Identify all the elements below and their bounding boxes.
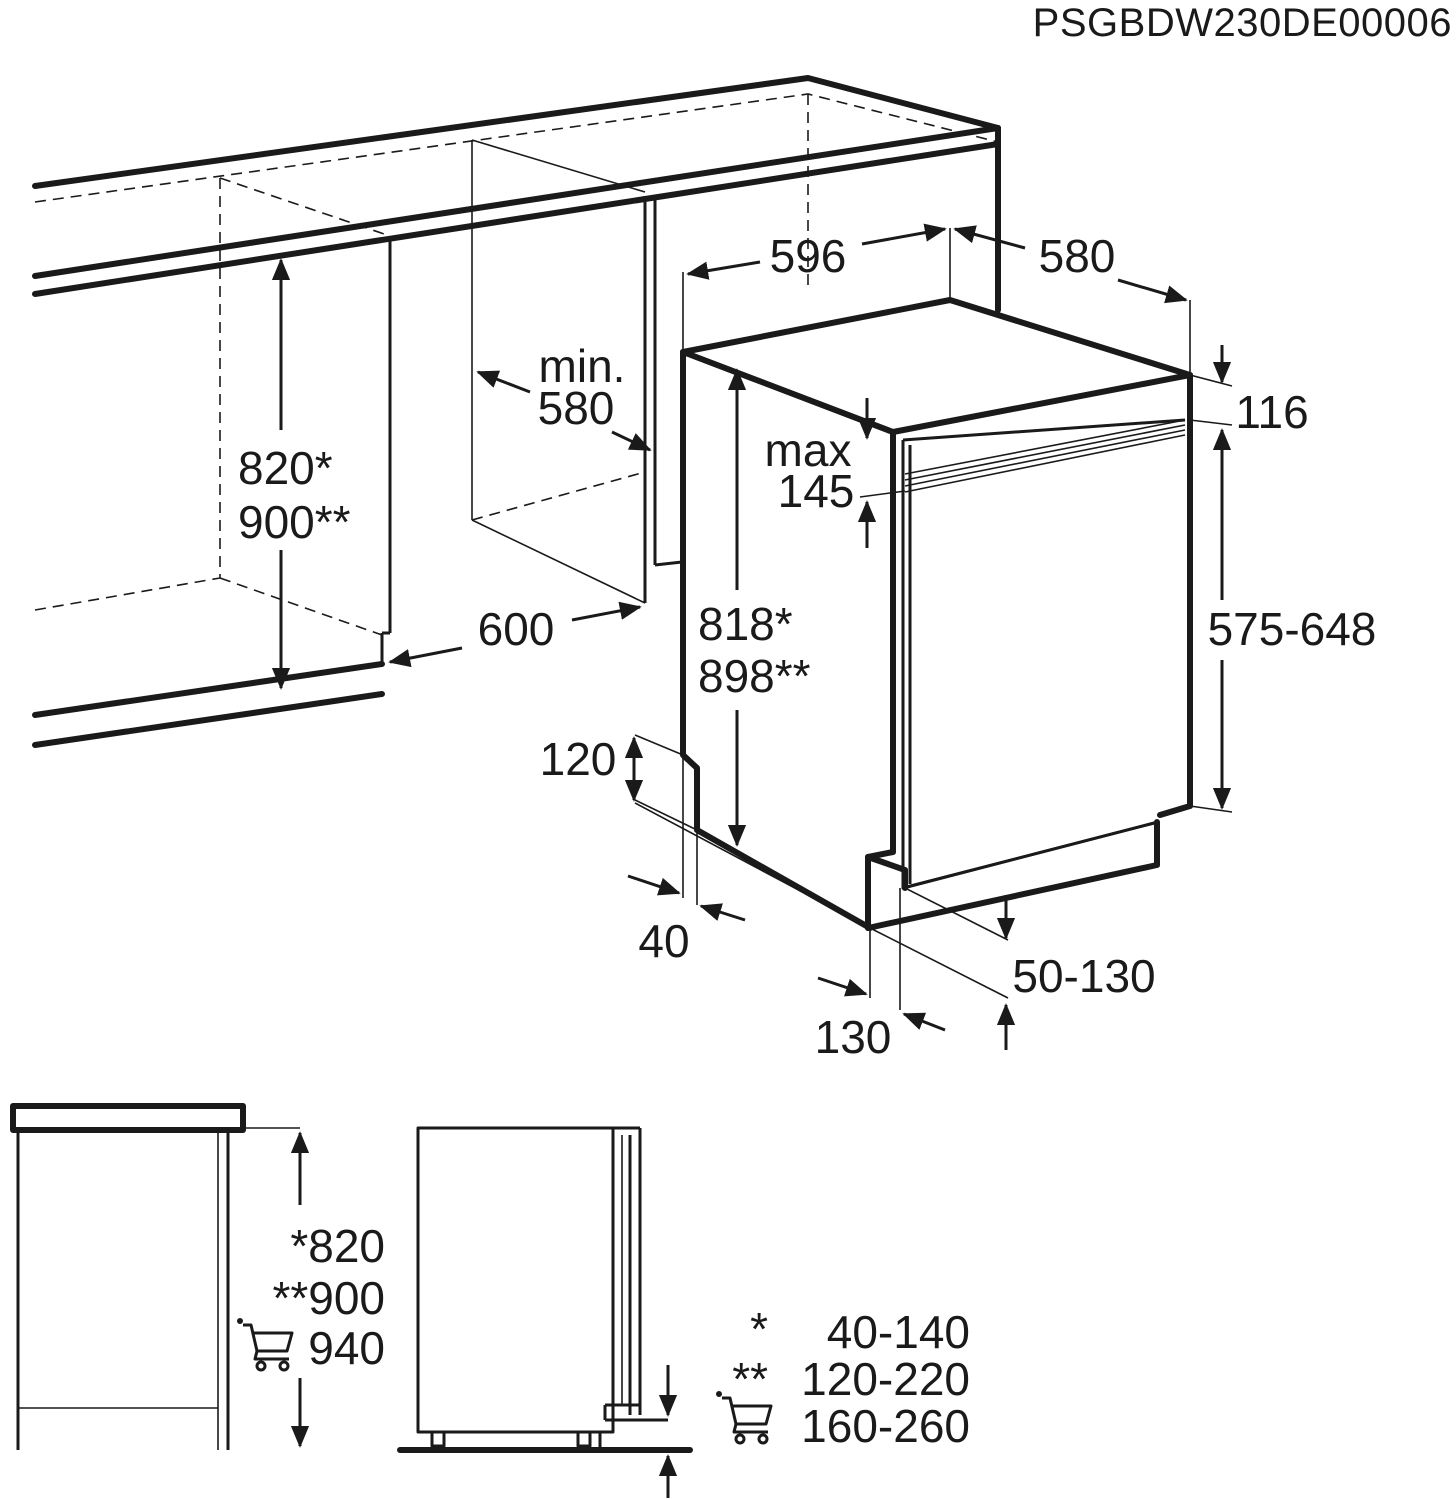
label-niche-820: 820* <box>238 442 333 494</box>
label-front-130: 130 <box>815 1011 892 1063</box>
cart-icon <box>235 1316 294 1372</box>
installation-niche <box>471 139 683 604</box>
label-116: 116 <box>1235 386 1308 438</box>
dishwasher-body <box>680 228 1193 931</box>
label-plinth-120: 120 <box>540 733 617 785</box>
side-view-with-countertop: *820 **900 940 <box>10 1103 385 1450</box>
label-niche-900: 900** <box>238 496 351 548</box>
label-depth-580: 580 <box>1039 230 1116 282</box>
label-width-596: 596 <box>770 230 847 282</box>
label-max-145: 145 <box>778 465 855 517</box>
side-label-820: *820 <box>290 1220 385 1272</box>
dimension-lines <box>271 223 1233 1050</box>
side-view-appliance <box>397 1126 693 1498</box>
legend-value-2: 120-220 <box>801 1353 970 1405</box>
legend-mark-2: ** <box>732 1353 768 1405</box>
model-code: PSGBDW230DE00006 <box>1033 1 1452 45</box>
label-max: max <box>765 424 852 476</box>
label-plinth-50-130: 50-130 <box>1012 950 1155 1002</box>
legend-mark-1: * <box>750 1303 768 1355</box>
label-niche-600: 600 <box>478 603 555 655</box>
legend-value-3: 160-260 <box>801 1400 970 1452</box>
label-height-818: 818* <box>698 598 793 650</box>
legend-value-1: 40-140 <box>827 1306 970 1358</box>
label-height-898: 898** <box>698 650 811 702</box>
dimension-labels: 596 580 116 max 145 min. 580 820* 900** … <box>238 230 1376 1063</box>
label-min-580: 580 <box>538 382 615 434</box>
plinth-legend: * 40-140 ** 120-220 160-260 <box>714 1303 970 1452</box>
side-label-900: **900 <box>272 1272 385 1324</box>
label-side-40: 40 <box>638 915 689 967</box>
label-door-575-648: 575-648 <box>1208 603 1377 655</box>
left-cabinet <box>34 177 392 664</box>
side-label-940: 940 <box>308 1322 385 1374</box>
label-min: min. <box>539 340 626 392</box>
floor <box>32 661 385 748</box>
countertop <box>32 75 1001 313</box>
